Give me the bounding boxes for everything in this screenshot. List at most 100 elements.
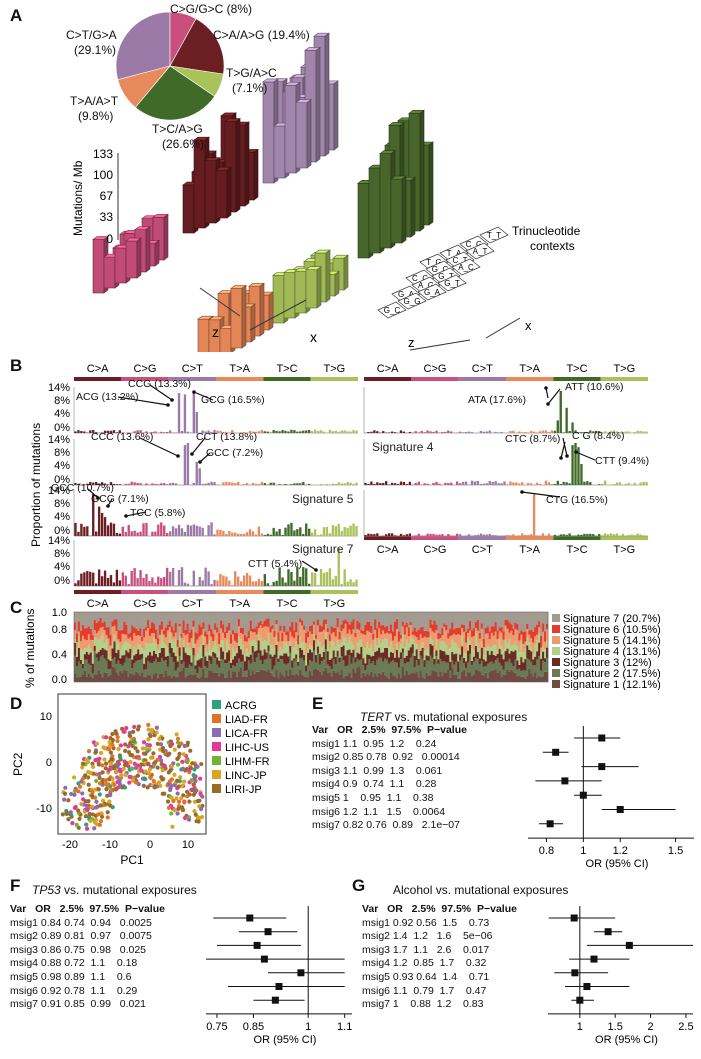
b-bar	[109, 575, 113, 586]
b-bar	[340, 531, 343, 536]
forest-point	[625, 941, 633, 949]
b-bar	[606, 534, 610, 536]
c-stack-segment	[113, 612, 116, 620]
c-stack-segment	[141, 612, 144, 637]
c-stack-segment	[370, 633, 373, 645]
c-stack-segment	[409, 612, 413, 622]
b-bar	[130, 570, 133, 586]
c-stack-segment	[500, 645, 503, 655]
c-stack-segment	[214, 658, 217, 673]
c-stack-segment	[137, 649, 140, 661]
c-stack-segment	[133, 662, 136, 675]
b-bar	[429, 431, 432, 433]
c-stack-segment	[384, 612, 387, 627]
a-context-label: G_C	[384, 306, 401, 315]
c-stack-segment	[206, 660, 209, 669]
c-stack-segment	[133, 612, 136, 628]
c-stack-segment	[401, 666, 405, 682]
b-bar	[100, 432, 104, 433]
b-bar	[574, 535, 577, 536]
c-stack-segment	[190, 662, 193, 667]
b-bar	[627, 482, 630, 485]
c-stack-segment	[356, 642, 359, 653]
c-legend-swatch	[552, 669, 560, 677]
c-stack-segment	[311, 612, 314, 626]
c-stack-segment	[75, 647, 79, 657]
c-stack-segment	[504, 612, 507, 620]
c-stack-segment	[374, 673, 377, 682]
a-bar-side	[428, 141, 434, 226]
panel-label-c: C	[10, 598, 23, 617]
d-point	[162, 791, 167, 796]
c-stack-segment	[129, 632, 132, 638]
b-bar	[133, 530, 136, 536]
c-stack-segment	[530, 638, 533, 648]
c-stack-segment	[423, 651, 426, 661]
c-stack-segment	[247, 638, 251, 653]
c-stack-segment	[445, 624, 448, 631]
c-stack-segment	[378, 612, 381, 622]
c-stack-segment	[275, 635, 278, 645]
c-stack-segment	[190, 638, 193, 650]
b-bar	[618, 535, 622, 536]
c-stack-segment	[445, 672, 448, 682]
c-stack-segment	[170, 657, 174, 678]
c-stack-segment	[275, 624, 278, 636]
pie-slice	[115, 11, 171, 81]
c-stack-segment	[75, 633, 79, 643]
c-stack-segment	[149, 652, 152, 663]
c-stack-segment	[235, 633, 239, 643]
c-stack-segment	[409, 621, 413, 626]
c-stack-segment	[309, 670, 312, 682]
c-stack-segment	[287, 646, 290, 657]
c-stack-segment	[542, 645, 545, 652]
d-point	[149, 729, 154, 734]
b-bar	[470, 432, 474, 433]
c-stack-segment	[184, 635, 187, 649]
b-bar	[222, 575, 225, 586]
d-point	[85, 807, 90, 813]
d-point	[132, 761, 137, 766]
c-stack-segment	[324, 667, 328, 682]
b-bar	[237, 533, 240, 536]
b-bar	[299, 483, 302, 485]
c-stack-segment	[356, 667, 359, 682]
c-stack-segment	[154, 658, 158, 673]
d-point	[185, 740, 191, 745]
forest-xtick: 0.8	[539, 845, 554, 857]
b-bar	[479, 483, 483, 485]
c-stack-segment	[202, 628, 205, 637]
c-stack-segment	[156, 662, 160, 678]
c-stack-segment	[109, 645, 112, 657]
b-bar	[494, 431, 497, 433]
c-stack-segment	[170, 626, 174, 633]
c-stack-segment	[93, 612, 97, 621]
d-point	[98, 818, 104, 824]
c-stack-segment	[395, 649, 399, 663]
c-stack-segment	[103, 658, 106, 673]
b-bar	[331, 525, 335, 536]
c-stack-segment	[322, 644, 326, 652]
a-bar-side	[324, 32, 330, 157]
b-bar	[151, 531, 154, 536]
b-bar	[343, 526, 346, 536]
c-stack-segment	[332, 641, 335, 651]
c-stack-segment	[524, 612, 527, 632]
c-stack-segment	[540, 658, 543, 671]
c-stack-segment	[472, 650, 476, 657]
b-bar	[382, 482, 385, 485]
c-stack-segment	[232, 665, 235, 672]
b-bar	[145, 431, 148, 433]
c-stack-segment	[168, 632, 172, 643]
a-context-label: T_T	[487, 231, 501, 240]
c-stack-segment	[143, 650, 146, 664]
a-bar-side	[250, 303, 256, 343]
b-arrowhead	[106, 504, 110, 508]
d-point	[98, 750, 104, 755]
c-stack-segment	[153, 623, 156, 634]
b-bar	[423, 483, 426, 485]
c-stack-segment	[87, 634, 91, 645]
c-stack-segment	[546, 657, 549, 673]
c-stack-segment	[433, 658, 436, 665]
c-stack-segment	[251, 632, 255, 641]
